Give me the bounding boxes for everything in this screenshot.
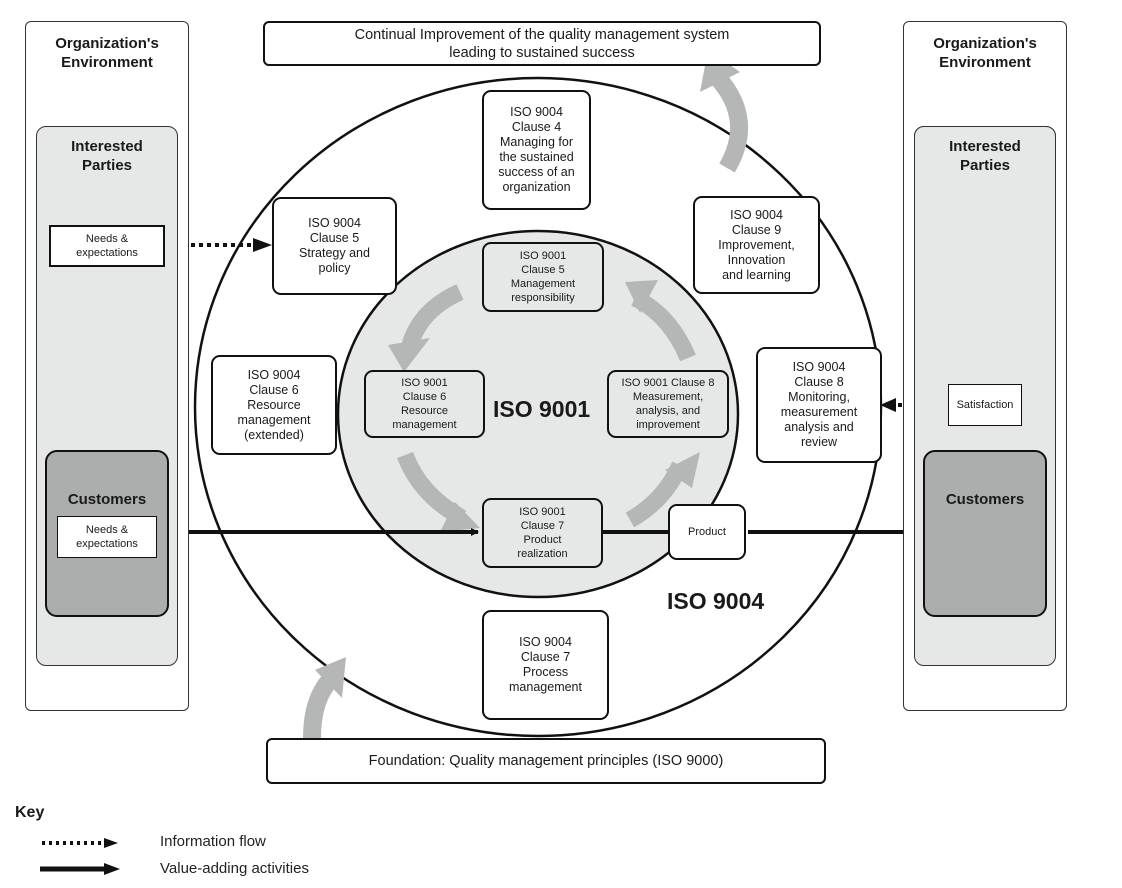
key-title: Key <box>15 804 45 821</box>
right-customers-box: Customers <box>923 450 1047 617</box>
iso9001-clause-7-box: ISO 9001 Clause 7 Product realization <box>482 498 603 568</box>
iso9004-clause-5-box: ISO 9004 Clause 5 Strategy and policy <box>272 197 397 295</box>
right-interested-parties-title: Interested Parties <box>949 138 1021 174</box>
iso9004-clause-8-box: ISO 9004 Clause 8 Monitoring, measuremen… <box>756 347 882 463</box>
cycle-arrowhead-bottom-left <box>440 502 480 532</box>
iso9001-clause-5-box: ISO 9001 Clause 5 Management responsibil… <box>482 242 604 312</box>
cycle-arrowhead-bottom-right <box>665 452 700 488</box>
iso9004-clause-9-box: ISO 9004 Clause 9 Improvement, Innovatio… <box>693 196 820 294</box>
left-ip-needs-box: Needs & expectations <box>49 225 165 267</box>
right-customers-title: Customers <box>945 491 1025 508</box>
iso9004-clause-6-box: ISO 9004 Clause 6 Resource management (e… <box>211 355 337 455</box>
product-box: Product <box>668 504 746 560</box>
cycle-arrow-top-left <box>401 284 464 348</box>
foundation-arrow <box>303 673 337 739</box>
left-customer-needs-box: Needs & expectations <box>57 516 157 558</box>
key-information-flow-label: Information flow <box>160 833 266 850</box>
foundation-banner: Foundation: Quality management principle… <box>266 738 826 784</box>
satisfaction-box: Satisfaction <box>948 384 1022 426</box>
continual-improvement-banner: Continual Improvement of the quality man… <box>263 21 821 66</box>
improvement-arrow <box>711 72 749 173</box>
iso9001-clause-6-box: ISO 9001 Clause 6 Resource management <box>364 370 485 438</box>
iso9004-label: ISO 9004 <box>667 588 765 614</box>
right-environment-title: Organization's Environment <box>933 35 1037 71</box>
cycle-arrowhead-top-left <box>388 338 430 372</box>
iso9004-clause-4-box: ISO 9004 Clause 4 Managing for the susta… <box>482 90 591 210</box>
iso9001-clause-8-box: ISO 9001 Clause 8 Measurement, analysis,… <box>607 370 729 438</box>
key-value-adding-label: Value-adding activities <box>160 860 309 877</box>
left-environment-title: Organization's Environment <box>55 35 159 71</box>
left-interested-parties-title: Interested Parties <box>71 138 143 174</box>
cycle-arrowhead-top-right <box>625 280 658 313</box>
iso9001-label: ISO 9001 <box>493 396 591 422</box>
iso9004-clause-7-box: ISO 9004 Clause 7 Process management <box>482 610 609 720</box>
left-customers-title: Customers <box>67 491 147 508</box>
